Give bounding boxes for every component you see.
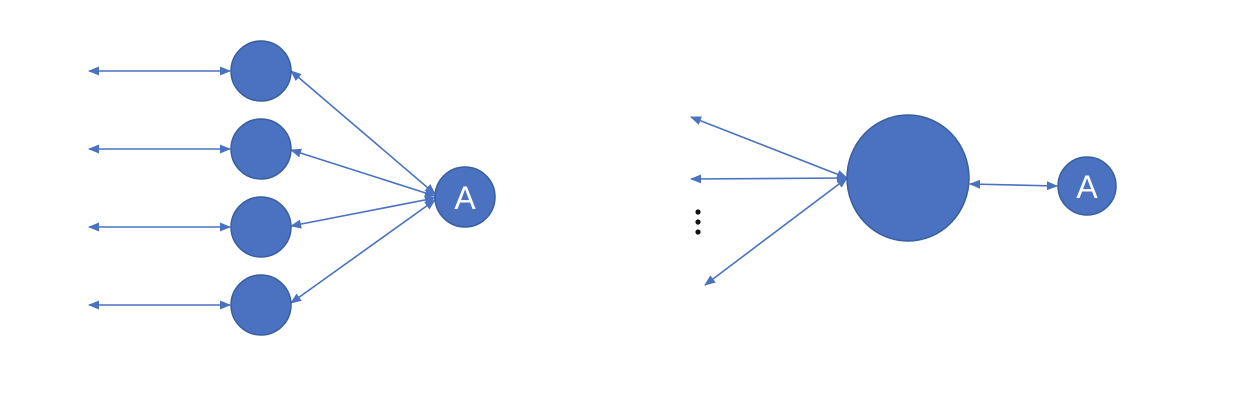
left-peer-node-3: [230, 196, 292, 258]
right-fan-arrow-1: [689, 116, 849, 179]
left-edge-node4-to-a: [290, 199, 436, 304]
right-hub-label: A: [1076, 169, 1098, 205]
left-hub-node: [434, 166, 496, 228]
right-center-node: [846, 114, 970, 242]
right-fan-arrow-2: [689, 173, 849, 184]
left-edge-node3-to-a: [289, 195, 437, 229]
left-peer-node-4: [230, 274, 292, 336]
left-peer-node-1: [230, 40, 292, 102]
left-edge-node1-to-a: [290, 70, 436, 195]
ellipsis-icon: [695, 209, 701, 235]
right-edge-center-to-a: [968, 179, 1059, 191]
right-diagram: A: [689, 114, 1117, 286]
left-hub-label: A: [454, 180, 476, 216]
left-peer-node-2: [230, 118, 292, 180]
left-edge-node2-to-a: [289, 148, 437, 198]
left-diagram: A: [87, 40, 496, 336]
right-hub-node: [1057, 156, 1117, 216]
right-fan-arrow-3: [704, 177, 848, 286]
